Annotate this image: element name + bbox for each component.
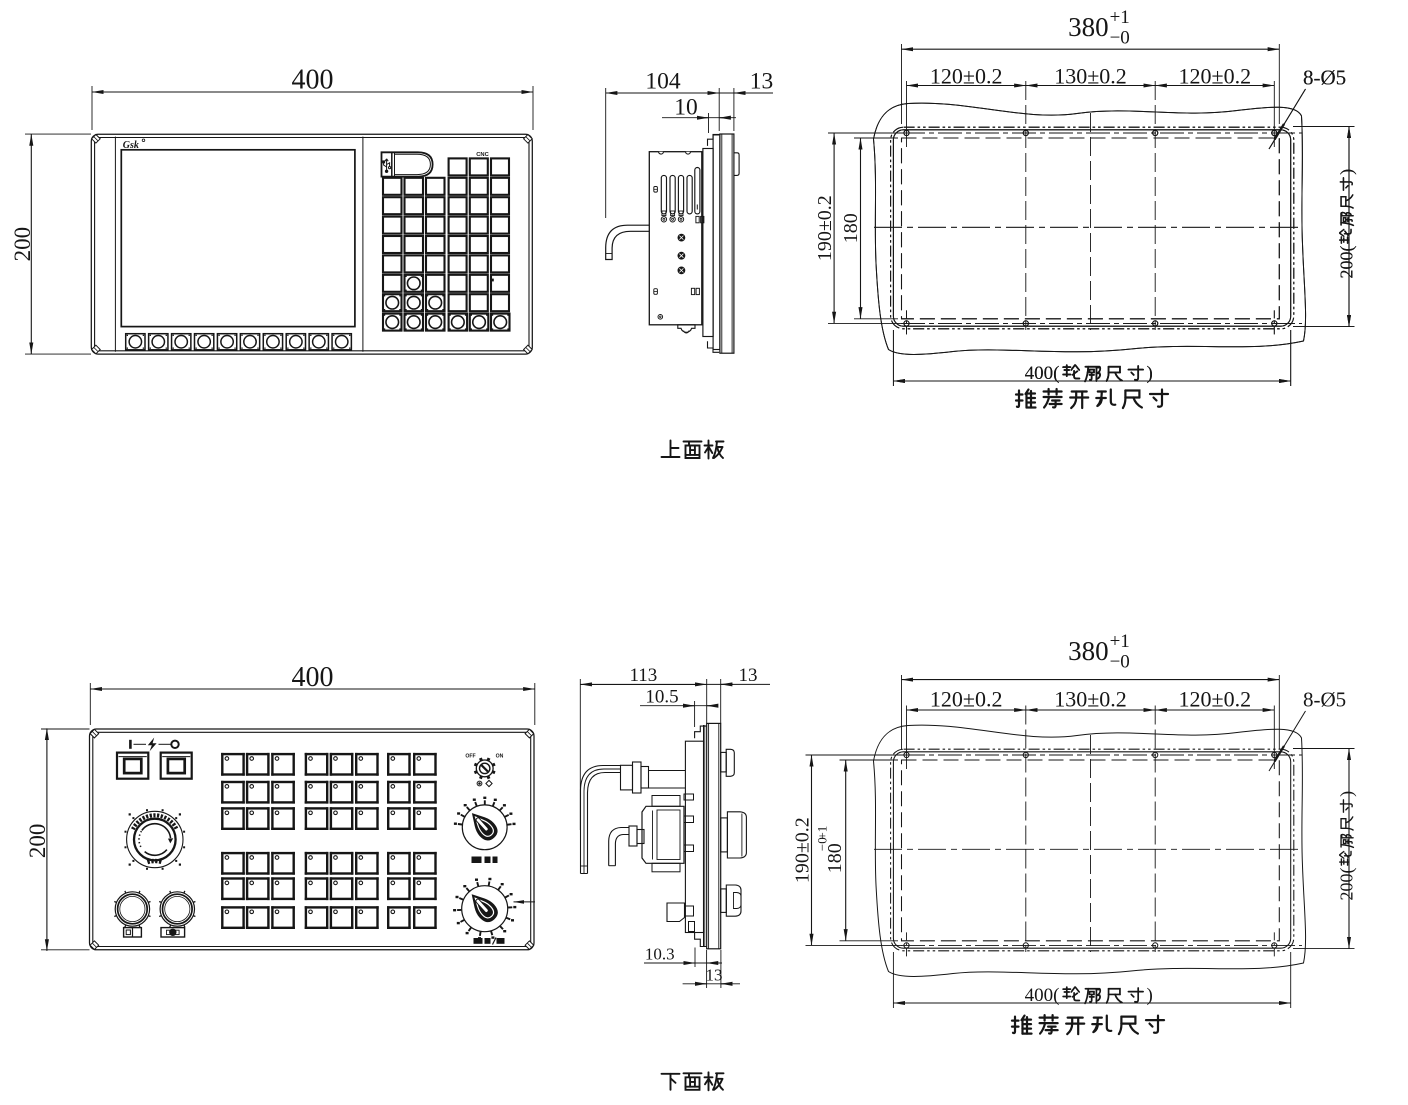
svg-text:10.3: 10.3	[645, 945, 675, 964]
svg-text:13: 13	[750, 69, 774, 95]
svg-text:120±0.2: 120±0.2	[1179, 64, 1252, 89]
svg-text:120±0.2: 120±0.2	[1179, 687, 1252, 712]
svg-text:120±0.2: 120±0.2	[930, 64, 1003, 89]
svg-text:+1: +1	[1110, 7, 1130, 28]
svg-text:190±0.2: 190±0.2	[814, 195, 836, 261]
svg-text:ON: ON	[496, 754, 504, 760]
svg-text:130±0.2: 130±0.2	[1054, 64, 1127, 89]
svg-text:380: 380	[1068, 12, 1109, 42]
svg-text:+1: +1	[1110, 631, 1130, 652]
svg-text:120±0.2: 120±0.2	[930, 687, 1003, 712]
svg-text:−0: −0	[815, 837, 830, 851]
svg-text:13: 13	[739, 665, 758, 686]
svg-text:130±0.2: 130±0.2	[1054, 687, 1127, 712]
svg-text:10: 10	[674, 95, 698, 121]
svg-text:+1: +1	[815, 826, 830, 840]
svg-text:OFF: OFF	[465, 754, 475, 760]
svg-text:104: 104	[645, 69, 681, 95]
svg-text:200: 200	[25, 824, 50, 859]
svg-text:400: 400	[292, 65, 334, 96]
svg-text:400: 400	[292, 662, 334, 693]
svg-text:180: 180	[824, 843, 846, 873]
svg-text:113: 113	[630, 665, 658, 686]
svg-text:180: 180	[840, 213, 862, 243]
svg-text:−0: −0	[1110, 652, 1130, 673]
svg-text:Gsk: Gsk	[123, 140, 139, 151]
svg-text:CNC: CNC	[476, 152, 489, 158]
svg-text:10.5: 10.5	[645, 687, 678, 708]
svg-text:13: 13	[706, 966, 723, 985]
svg-text:−0: −0	[1110, 28, 1130, 49]
svg-text:200: 200	[10, 227, 35, 262]
svg-text:380: 380	[1068, 636, 1109, 666]
svg-text:190±0.2: 190±0.2	[792, 817, 814, 883]
